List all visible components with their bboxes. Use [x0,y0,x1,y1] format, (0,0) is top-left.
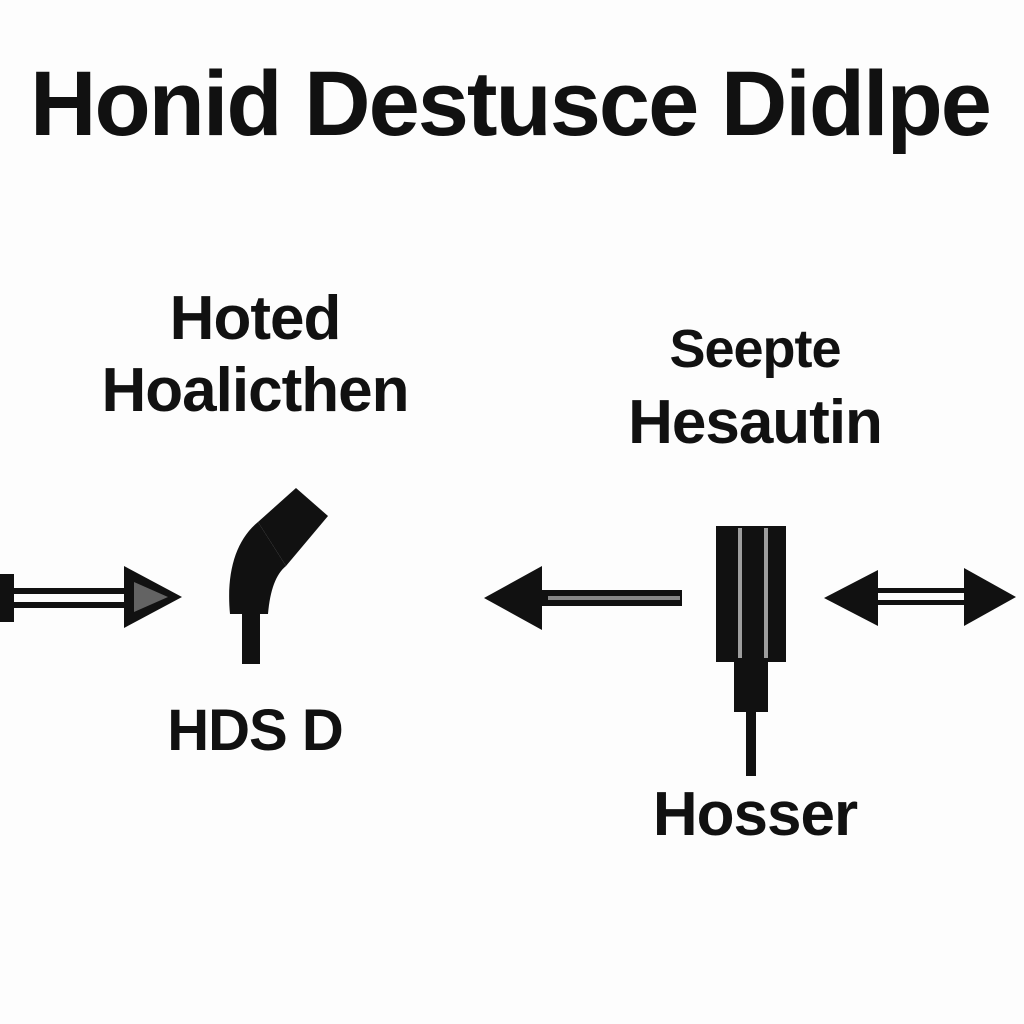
left-cable-icon [0,566,182,628]
right-heading-line1: Seepte [669,319,841,379]
left-bottom-label: HDS D [167,698,343,763]
right-bottom-label: Hosser [652,780,858,849]
left-heading-line1: Hoted [169,284,342,353]
diagram-title: Honid Destusce Didlpe [30,53,992,155]
double-arrow-icon [824,568,1016,626]
right-device-icon [716,526,786,776]
left-heading-line2: Hoalicthen [101,356,410,425]
left-device-icon [229,488,328,664]
right-heading-line2: Hesautin [628,388,883,457]
middle-arrow-icon [484,566,682,630]
